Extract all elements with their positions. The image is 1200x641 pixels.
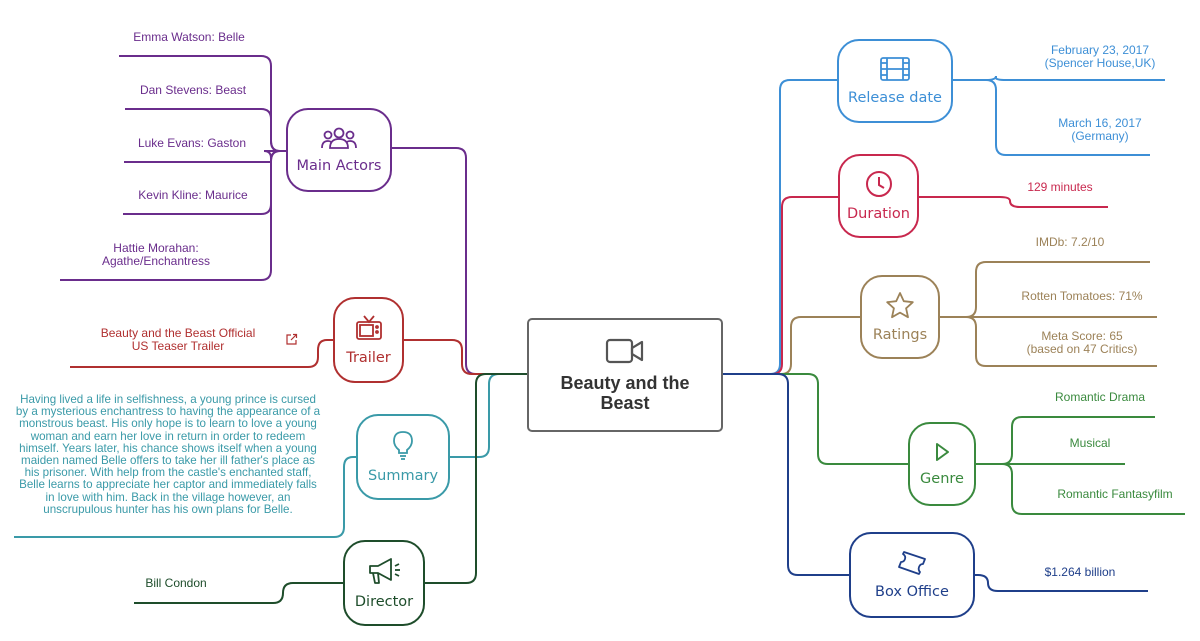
box-office-node[interactable]: Box Office bbox=[849, 532, 975, 618]
summary-text: Having lived a life in selfishness, a yo… bbox=[15, 393, 321, 516]
main-actors-label: Main Actors bbox=[296, 158, 382, 174]
genre-label: Genre bbox=[920, 471, 964, 487]
main-actors-item: Emma Watson: Belle bbox=[133, 30, 245, 44]
director-node[interactable]: Director bbox=[343, 540, 425, 626]
release-date-node[interactable]: Release date bbox=[837, 39, 953, 123]
box-office-connectors bbox=[723, 373, 1148, 592]
clock-icon bbox=[865, 171, 892, 197]
main-actors-item: Dan Stevens: Beast bbox=[139, 83, 247, 97]
film-icon bbox=[880, 57, 910, 81]
ticket-icon bbox=[898, 551, 926, 575]
genre-item: Romantic Fantasyfilm bbox=[1057, 487, 1173, 501]
ratings-item: Meta Score: 65 (based on 47 Critics) bbox=[1026, 329, 1138, 356]
ratings-item: IMDb: 7.2/10 bbox=[1035, 235, 1105, 249]
star-icon bbox=[886, 292, 914, 319]
summary-label: Summary bbox=[367, 468, 439, 484]
lightbulb-icon bbox=[393, 431, 413, 460]
duration-label: Duration bbox=[847, 206, 910, 222]
genre-item: Romantic Drama bbox=[1054, 390, 1146, 404]
director-connectors bbox=[134, 373, 527, 604]
external-link-icon[interactable] bbox=[285, 333, 298, 346]
ratings-item: Rotten Tomatoes: 71% bbox=[1021, 289, 1143, 303]
tv-icon bbox=[355, 315, 382, 340]
main-actors-item: Luke Evans: Gaston bbox=[137, 136, 247, 150]
genre-connectors bbox=[723, 373, 1185, 515]
genre-item: Musical bbox=[1069, 436, 1111, 450]
box-office-label: Box Office bbox=[875, 584, 949, 600]
summary-node[interactable]: Summary bbox=[356, 414, 450, 500]
main-actors-connectors bbox=[60, 55, 527, 375]
duration-item: 129 minutes bbox=[1027, 180, 1093, 194]
director-label: Director bbox=[354, 594, 414, 610]
duration-node[interactable]: Duration bbox=[838, 154, 919, 238]
ratings-node[interactable]: Ratings bbox=[860, 275, 940, 359]
box-office-item: $1.264 billion bbox=[1044, 565, 1116, 579]
release-date-label: Release date bbox=[848, 90, 942, 106]
ratings-connectors bbox=[723, 261, 1157, 375]
release-date-item: March 16, 2017 (Germany) bbox=[1058, 116, 1142, 143]
director-item: Bill Condon bbox=[145, 576, 207, 590]
ratings-label: Ratings bbox=[872, 327, 928, 343]
megaphone-icon bbox=[369, 558, 400, 584]
trailer-connectors bbox=[70, 339, 527, 375]
people-icon bbox=[321, 127, 357, 149]
main-actors-item: Kevin Kline: Maurice bbox=[138, 188, 248, 202]
trailer-node[interactable]: Trailer bbox=[333, 297, 404, 383]
play-icon bbox=[936, 443, 949, 461]
video-camera-icon bbox=[605, 338, 644, 364]
central-topic[interactable]: Beauty and the Beast bbox=[527, 318, 723, 432]
release-date-item: February 23, 2017 (Spencer House,UK) bbox=[1044, 43, 1156, 70]
genre-node[interactable]: Genre bbox=[908, 422, 976, 506]
trailer-link[interactable]: Beauty and the Beast Official US Teaser … bbox=[100, 326, 256, 353]
central-topic-title: Beauty and the Beast bbox=[560, 373, 690, 413]
main-actors-node[interactable]: Main Actors bbox=[286, 108, 392, 192]
main-actors-item: Hattie Morahan: Agathe/Enchantress bbox=[101, 241, 211, 268]
trailer-label: Trailer bbox=[346, 350, 391, 366]
